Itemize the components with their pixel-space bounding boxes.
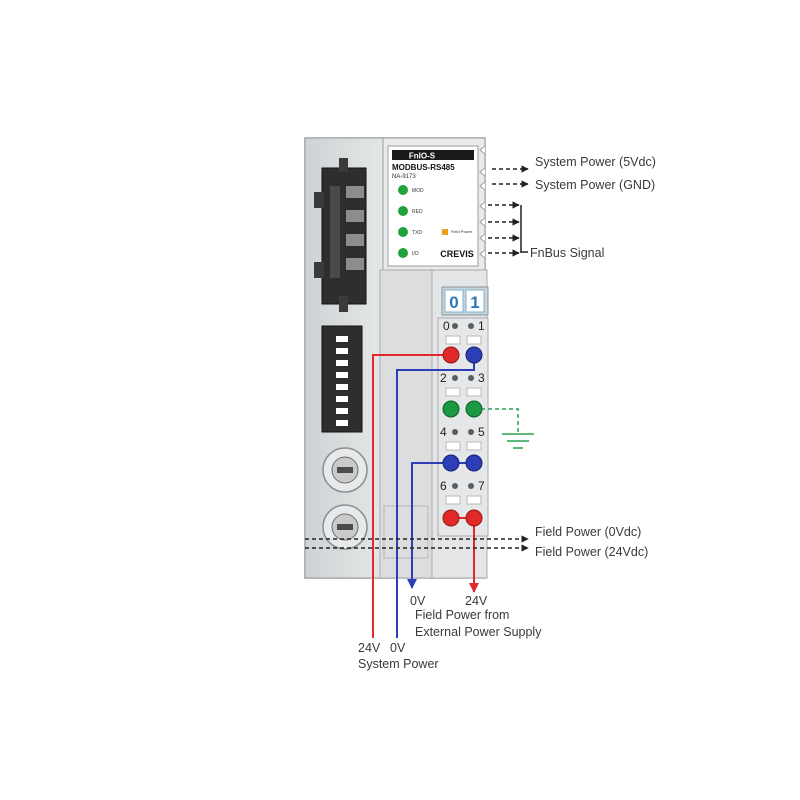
system-power-24v-wire xyxy=(372,354,451,638)
led-label: RED xyxy=(412,209,423,215)
rotary-switch-lower[interactable] xyxy=(322,504,368,550)
terminal-number: 5 xyxy=(478,425,485,439)
led-mod xyxy=(398,185,408,195)
terminal-screw xyxy=(452,429,458,435)
label-field-ext-line2: External Power Supply xyxy=(415,625,542,639)
terminal-number: 4 xyxy=(440,425,447,439)
field-power-led xyxy=(442,229,448,235)
rs485-connector xyxy=(314,158,367,312)
terminal-screw xyxy=(452,375,458,381)
field-power-led-label: Field Power xyxy=(451,229,473,234)
module-model: NA-9173 xyxy=(392,174,416,180)
terminal-cap-blue xyxy=(442,454,460,472)
terminal-number: 2 xyxy=(440,371,447,385)
label-plate: FnIO-S MODBUS-RS485 NA-9173 MOD RED TXD … xyxy=(387,145,479,267)
module-protocol: MODBUS-RS485 xyxy=(392,163,455,172)
terminal-cap-blue xyxy=(465,454,483,472)
ground-symbol xyxy=(474,408,534,449)
label-field-power-0v: Field Power (0Vdc) xyxy=(535,525,641,539)
terminal-screw xyxy=(452,323,458,329)
terminal-screw xyxy=(468,483,474,489)
terminal-number: 6 xyxy=(440,479,447,493)
brand-logo: CREVIS xyxy=(440,249,474,259)
label-field-power-24v: Field Power (24Vdc) xyxy=(535,545,648,559)
rotary-switch-upper[interactable] xyxy=(322,447,368,493)
led-label: MOD xyxy=(412,188,424,194)
label-sys-24v: 24V xyxy=(358,641,381,655)
label-system-power-5v: System Power (5Vdc) xyxy=(535,155,656,169)
terminal-cap-green xyxy=(442,400,460,418)
label-system-power-gnd: System Power (GND) xyxy=(535,178,655,192)
terminal-screw xyxy=(468,429,474,435)
label-field-ext-line1: Field Power from xyxy=(415,608,509,622)
address-display: 0 1 xyxy=(441,286,489,316)
terminal-cap-red xyxy=(442,346,460,364)
power-terminal-bay xyxy=(383,505,429,559)
label-field-24v: 24V xyxy=(465,594,488,608)
label-system-power: System Power xyxy=(358,657,439,671)
terminal-screw xyxy=(468,323,474,329)
terminal-number: 3 xyxy=(478,371,485,385)
terminal-cap-green xyxy=(465,400,483,418)
led-label: I/O xyxy=(412,251,419,257)
led-io xyxy=(398,248,408,258)
terminal-screw xyxy=(452,483,458,489)
dip-switch[interactable] xyxy=(321,325,363,433)
field-power-0v-wire xyxy=(407,462,451,589)
led-red xyxy=(398,206,408,216)
module-family: FnIO-S xyxy=(409,152,436,161)
label-sys-0v: 0V xyxy=(390,641,406,655)
bus-notches xyxy=(479,145,486,259)
terminal-screw xyxy=(468,375,474,381)
led-txd xyxy=(398,227,408,237)
label-fnbus-signal: FnBus Signal xyxy=(530,246,604,260)
terminal-cap-red xyxy=(465,509,483,527)
terminal-number: 0 xyxy=(443,319,450,333)
terminal-number: 1 xyxy=(478,319,485,333)
terminal-cap-blue xyxy=(465,346,483,364)
display-digit-left: 0 xyxy=(449,293,458,312)
led-label: TXD xyxy=(412,230,422,236)
label-field-0v: 0V xyxy=(410,594,426,608)
terminal-number: 7 xyxy=(478,479,485,493)
display-digit-right: 1 xyxy=(470,293,479,312)
terminal-cap-red xyxy=(442,509,460,527)
fnbus-bracket xyxy=(488,201,528,257)
